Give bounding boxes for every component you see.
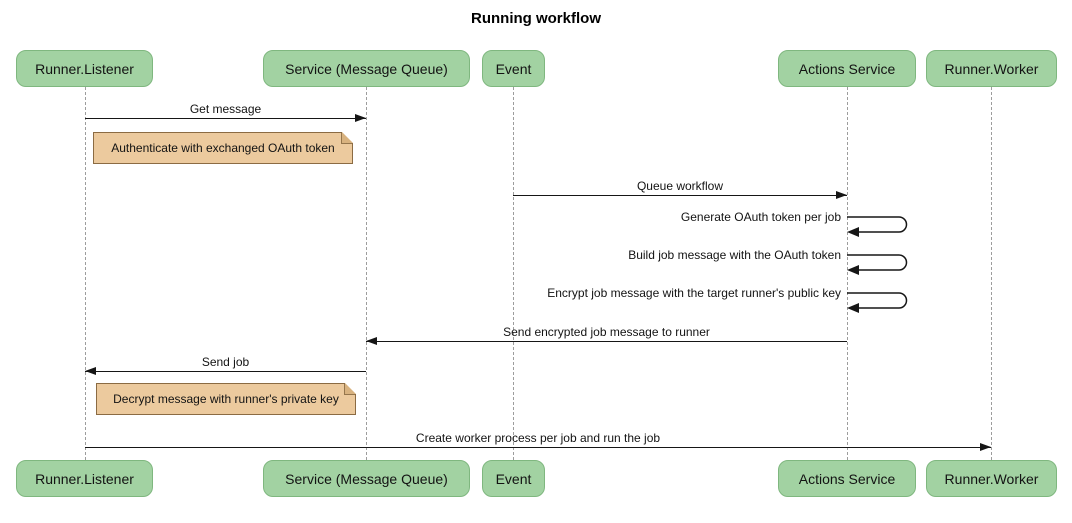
diagram-title: Running workflow xyxy=(471,10,601,27)
message-label: Queue workflow xyxy=(636,179,724,193)
self-loop-arrow-icon xyxy=(847,254,908,275)
message-build-job-message: Build job message with the OAuth token xyxy=(628,248,841,262)
message-generate-oauth-token: Generate OAuth token per job xyxy=(680,210,841,224)
self-loop-arrow-icon xyxy=(847,216,908,237)
arrow-right-icon xyxy=(85,113,366,122)
message-label: Create worker process per job and run th… xyxy=(415,431,661,445)
actor-runner-worker-top: Runner.Worker xyxy=(926,50,1057,87)
actor-actions-service-bottom: Actions Service xyxy=(778,460,916,497)
message-label: Get message xyxy=(189,102,262,116)
actor-service-message-queue-top: Service (Message Queue) xyxy=(263,50,470,87)
actor-service-message-queue-bottom: Service (Message Queue) xyxy=(263,460,470,497)
self-loop-arrow-icon xyxy=(847,292,908,313)
lifeline-runner-worker xyxy=(991,87,992,460)
arrow-right-icon xyxy=(513,190,847,199)
note-decrypt-message: Decrypt message with runner's private ke… xyxy=(96,383,356,415)
actor-event-bottom: Event xyxy=(482,460,545,497)
message-send-encrypted-job: Send encrypted job message to runner xyxy=(366,325,847,345)
message-send-job: Send job xyxy=(85,355,366,375)
message-queue-workflow: Queue workflow xyxy=(513,179,847,199)
note-authenticate-oauth: Authenticate with exchanged OAuth token xyxy=(93,132,353,164)
message-create-worker-process: Create worker process per job and run th… xyxy=(85,431,991,451)
message-label: Send job xyxy=(201,355,250,369)
actor-runner-listener-bottom: Runner.Listener xyxy=(16,460,153,497)
actor-actions-service-top: Actions Service xyxy=(778,50,916,87)
actor-event-top: Event xyxy=(482,50,545,87)
actor-runner-listener-top: Runner.Listener xyxy=(16,50,153,87)
note-text: Decrypt message with runner's private ke… xyxy=(113,392,339,406)
note-text: Authenticate with exchanged OAuth token xyxy=(111,141,335,155)
lifeline-event xyxy=(513,87,514,460)
message-label: Send encrypted job message to runner xyxy=(503,325,710,339)
arrow-right-icon xyxy=(85,442,991,451)
lifeline-actions-service xyxy=(847,87,848,460)
arrow-left-icon xyxy=(366,336,847,345)
lifeline-service-message-queue xyxy=(366,87,367,460)
arrow-left-icon xyxy=(85,366,366,375)
lifeline-runner-listener xyxy=(85,87,86,460)
actor-runner-worker-bottom: Runner.Worker xyxy=(926,460,1057,497)
message-get-message: Get message xyxy=(85,102,366,122)
message-encrypt-job-message: Encrypt job message with the target runn… xyxy=(547,286,841,300)
